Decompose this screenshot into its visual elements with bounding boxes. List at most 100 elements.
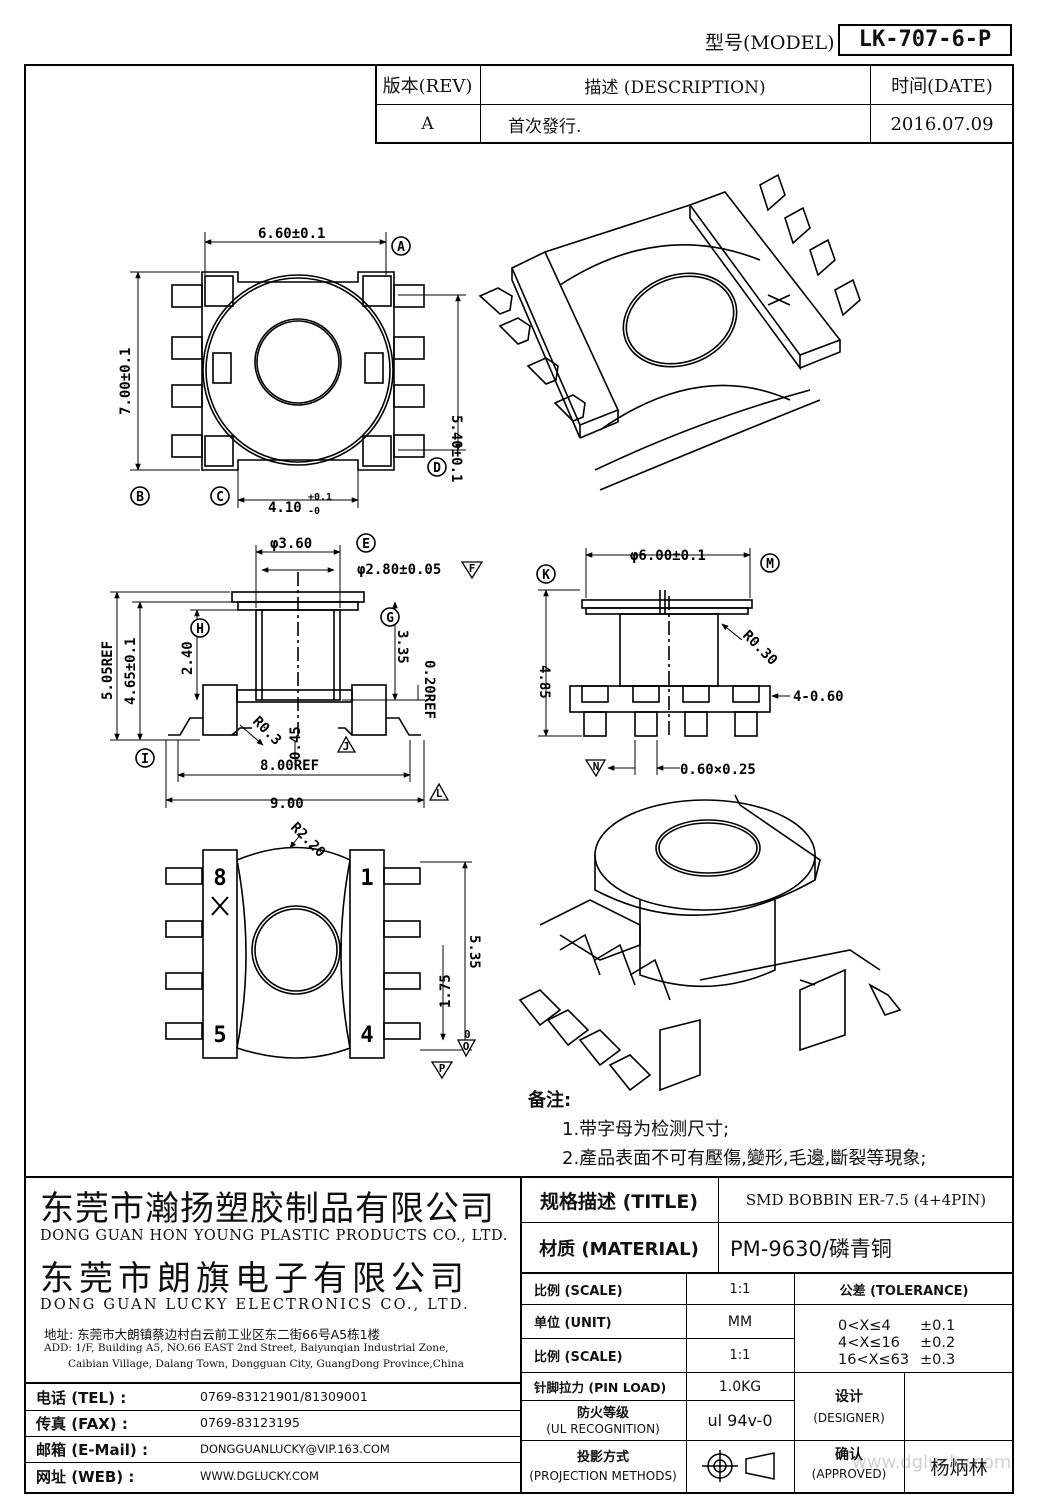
dim-side-r: R0.3 [249,714,284,749]
tolerance-range-1: 0<X≤4 [838,1318,891,1334]
model-value: LK-707-6-P [838,24,1012,56]
dim-side-h2: 4.65±0.1 [123,638,139,705]
marker-n: N [584,759,607,778]
dim-right-height: 5.40±0.1 [448,415,464,482]
marker-o: O [456,1039,477,1058]
company-name-en2: DONG GUAN LUCKY ELECTRONICS CO., LTD. [40,1297,470,1313]
iso-view-top [478,173,861,491]
contact-tel-value: 0769-83121901/81309001 [200,1389,368,1404]
dim-front-pins: 4-0.60 [793,689,844,705]
svg-text:F: F [469,562,476,575]
marker-j: J [336,735,357,753]
marker-a: A [391,236,411,256]
notes-title: 备注: [528,1090,572,1111]
date-header: 时间(DATE) [891,76,993,97]
rev-value: A [421,114,434,134]
svg-text:H: H [196,622,204,637]
svg-text:K: K [542,568,550,583]
contact-web-value[interactable]: WWW.DGLUCKY.COM [200,1469,319,1483]
company-address-en2: Caibian Village, Dalang Town, Dongguan C… [68,1358,464,1370]
approved-label2: (APPROVED) [811,1467,887,1481]
marker-f: F [460,561,484,580]
marker-k: K [536,564,556,584]
iso-view-bottom [518,794,902,1092]
spec-ul-value: ul 94v-0 [707,1411,773,1430]
contact-tel-label: 电话 (TEL) : [36,1389,127,1407]
spec-pinload-value: 1.0KG [718,1378,762,1395]
dim-top-width: 6.60±0.1 [258,226,325,242]
marker-p: P [430,1061,454,1080]
dim-front-r: R0.30 [739,628,780,669]
dim-side-w2: 9.00 [270,796,304,812]
dim-side-w1: 8.00REF [260,758,319,774]
dim-front-pin-size: 0.60×0.25 [680,762,756,778]
tolerance-value-1: ±0.1 [920,1318,956,1334]
spec-title-value: SMD BOBBIN ER-7.5 (4+4PIN) [745,1191,987,1209]
dim-side-d2: φ2.80±0.05 [357,562,441,578]
svg-text:L: L [436,787,443,800]
svg-text:P: P [439,1062,446,1075]
dim-bottom-tol-minus: -0 [308,506,320,517]
side-view [168,572,421,740]
technical-drawing: A B C D E G H I K M F J N L O P 6.60±0.1… [100,173,902,1092]
spec-ul-label2: (UL RECOGNITION) [546,1422,660,1436]
contact-web-label: 网址 (WEB) : [36,1468,135,1486]
marker-b: B [130,486,150,506]
tolerance-range-2: 4<X≤16 [838,1335,900,1351]
tolerance-value-2: ±0.2 [920,1335,956,1351]
dim-left-height: 7.00±0.1 [118,348,134,415]
orientation-x-mark [211,896,229,916]
tolerance-range-3: 16<X≤63 [838,1352,910,1368]
approved-value: 杨炳林 [930,1456,988,1479]
dim-side-h3: 2.40 [180,641,196,675]
dim-bottom-h3: 0 [464,1028,471,1041]
spec-projection-label1: 投影方式 [576,1449,629,1465]
pin-label-8: 8 [213,866,226,891]
drawing-frame [24,64,1014,1494]
dim-bottom-tol-plus: +0.1 [308,492,332,503]
company-name-cn1: 东莞市瀚扬塑胶制品有限公司 [40,1189,495,1229]
dim-bottom-width: 4.10 [268,500,302,516]
pin-label-1: 1 [360,866,373,891]
dim-side-h1: 5.05REF [100,641,116,700]
date-value: 2016.07.09 [890,113,994,135]
note-1: 1.带字母为检测尺寸; [562,1119,730,1140]
marker-c: C [210,486,230,506]
spec-unit-label: 单位 (UNIT) [534,1316,612,1331]
svg-text:I: I [141,752,149,767]
contact-email-label: 邮箱 (E-Mail) : [36,1441,148,1459]
spec-scale-value: 1:1 [729,1281,751,1297]
spec-scale2-value: 1:1 [729,1348,751,1363]
bottom-view [165,846,421,1059]
spec-scale-label: 比例 (SCALE) [534,1283,623,1299]
desc-header: 描述 (DESCRIPTION) [584,77,766,98]
approved-label1: 确认 [835,1447,863,1463]
marker-i: I [135,748,155,768]
company-name-en1: DONG GUAN HON YOUNG PLASTIC PRODUCTS CO.… [40,1228,508,1244]
svg-text:E: E [362,537,370,552]
svg-text:J: J [343,740,350,753]
tolerance-label: 公差 (TOLERANCE) [839,1283,969,1299]
contact-email-value[interactable]: DONGGUANLUCKY@VIP.163.COM [200,1442,390,1456]
marker-m: M [760,553,780,573]
title-block [24,1176,1014,1494]
marker-g: G [380,607,400,627]
spec-material-label: 材质 (MATERIAL) [539,1238,699,1260]
dim-front-h: 4.85 [536,665,552,699]
watermark-text: www.dglucky.com [852,1452,1012,1473]
projection-symbol-icon [702,1450,775,1482]
top-view [171,271,425,471]
dim-bottom-r: R2.20 [287,820,328,861]
spec-unit-value: MM [727,1313,753,1330]
marker-l: L [428,782,450,801]
designer-label2: (DESIGNER) [813,1411,885,1425]
company-name-cn2: 东莞市朗旗电子有限公司 [40,1259,469,1299]
rev-header: 版本(REV) [382,76,473,97]
svg-text:G: G [386,611,394,626]
note-2: 2.產品表面不可有壓傷,變形,毛邊,斷裂等現象; [562,1148,927,1169]
svg-text:N: N [593,760,600,773]
spec-title-label: 规格描述 (TITLE) [539,1190,699,1213]
spec-projection-label2: (PROJECTION METHODS) [529,1469,677,1483]
dim-side-h6: 0.45 [288,726,304,760]
marker-e: E [356,533,376,553]
